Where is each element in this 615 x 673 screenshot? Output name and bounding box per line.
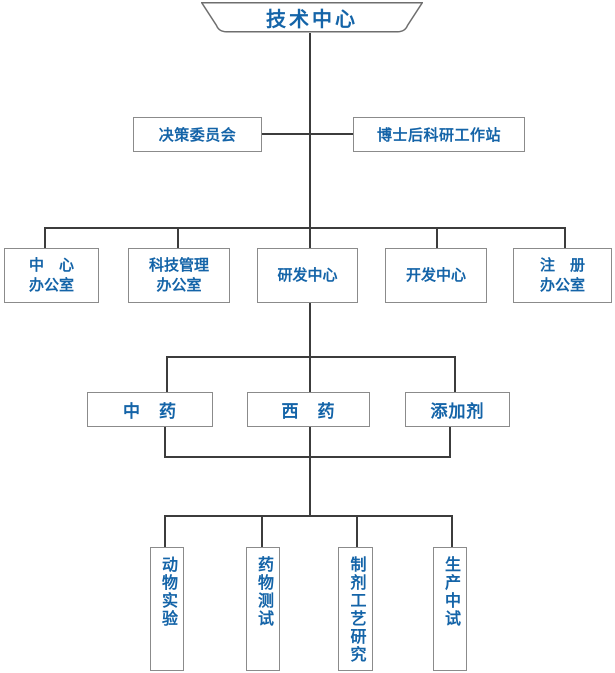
- node-dev-center: 开发中心: [385, 248, 487, 303]
- node-tech-center: 技术中心: [201, 2, 423, 33]
- node-formulation-process-research: 制剂工艺研究: [338, 547, 373, 671]
- node-label: 西 药: [281, 402, 336, 421]
- connector-line: [164, 515, 453, 517]
- connector-line: [449, 427, 451, 458]
- node-label: 药物测试: [255, 556, 272, 628]
- node-additives: 添加剂: [405, 392, 510, 427]
- node-registration-office: 注 册 办公室: [513, 248, 612, 303]
- connector-line: [356, 515, 358, 547]
- connector-line: [451, 515, 453, 547]
- connector-line: [164, 456, 451, 458]
- node-label: 办公室: [539, 276, 585, 294]
- node-label: 添加剂: [430, 402, 485, 421]
- node-rd-center: 研发中心: [257, 248, 358, 303]
- node-postdoc-workstation: 博士后科研工作站: [353, 117, 525, 152]
- node-label: 动物实验: [159, 556, 176, 628]
- connector-line: [309, 427, 311, 517]
- connector-line: [44, 227, 46, 248]
- connector-line: [166, 356, 456, 358]
- connector-line: [261, 515, 263, 547]
- node-label: 办公室: [156, 276, 202, 294]
- node-label: 办公室: [28, 276, 74, 294]
- node-drug-testing: 药物测试: [246, 547, 280, 671]
- connector-line: [436, 227, 438, 248]
- node-label: 制剂工艺研究: [347, 556, 365, 664]
- node-label: 注 册: [539, 256, 585, 274]
- node-tech-mgmt-office: 科技管理 办公室: [128, 248, 230, 303]
- node-decision-committee: 决策委员会: [133, 117, 262, 152]
- node-label: 博士后科研工作站: [376, 127, 501, 144]
- node-label: 中 药: [123, 402, 177, 421]
- node-label: 决策委员会: [158, 127, 237, 144]
- connector-line: [564, 227, 566, 248]
- connector-line: [164, 515, 166, 547]
- connector-line: [164, 427, 166, 458]
- trapezoid-shape: [201, 2, 423, 33]
- node-label: 开发中心: [405, 266, 466, 284]
- connector-line: [309, 303, 311, 392]
- node-production-pilot: 生产中试: [433, 547, 467, 671]
- connector-line: [309, 33, 311, 248]
- node-tech-center-label: 技术中心: [266, 9, 358, 31]
- connector-line: [44, 227, 566, 229]
- node-label: 中 心: [28, 256, 74, 274]
- node-chinese-medicine: 中 药: [87, 392, 213, 427]
- node-label: 科技管理: [148, 256, 209, 274]
- connector-line: [262, 133, 353, 135]
- connector-line: [177, 227, 179, 248]
- node-label: 生产中试: [442, 556, 459, 628]
- node-western-medicine: 西 药: [247, 392, 370, 427]
- node-animal-experiment: 动物实验: [150, 547, 184, 671]
- connector-line: [166, 356, 168, 392]
- node-center-office: 中 心 办公室: [4, 248, 99, 303]
- connector-line: [454, 356, 456, 392]
- node-label: 研发中心: [277, 266, 338, 284]
